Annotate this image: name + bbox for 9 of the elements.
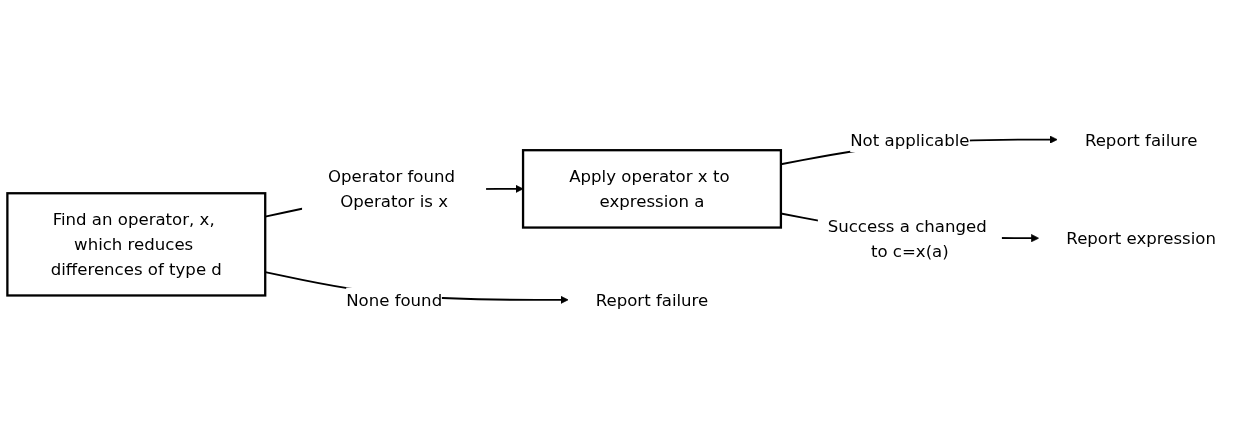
node-box: Apply operator x to expression a	[521, 149, 783, 229]
edge-label: Operator found Operator is x	[328, 167, 455, 212]
edge-label: None found	[346, 290, 443, 310]
node-text: Report failure	[595, 290, 709, 310]
edge-label: Not applicable	[850, 130, 970, 150]
node-text: Report expression	[1066, 228, 1216, 249]
edge-label: Success a changed to c=x(a)	[827, 216, 987, 261]
node-box: Find an operator, x, which reduces differences of type d	[6, 192, 267, 297]
node-text: Report failure	[1084, 130, 1198, 150]
